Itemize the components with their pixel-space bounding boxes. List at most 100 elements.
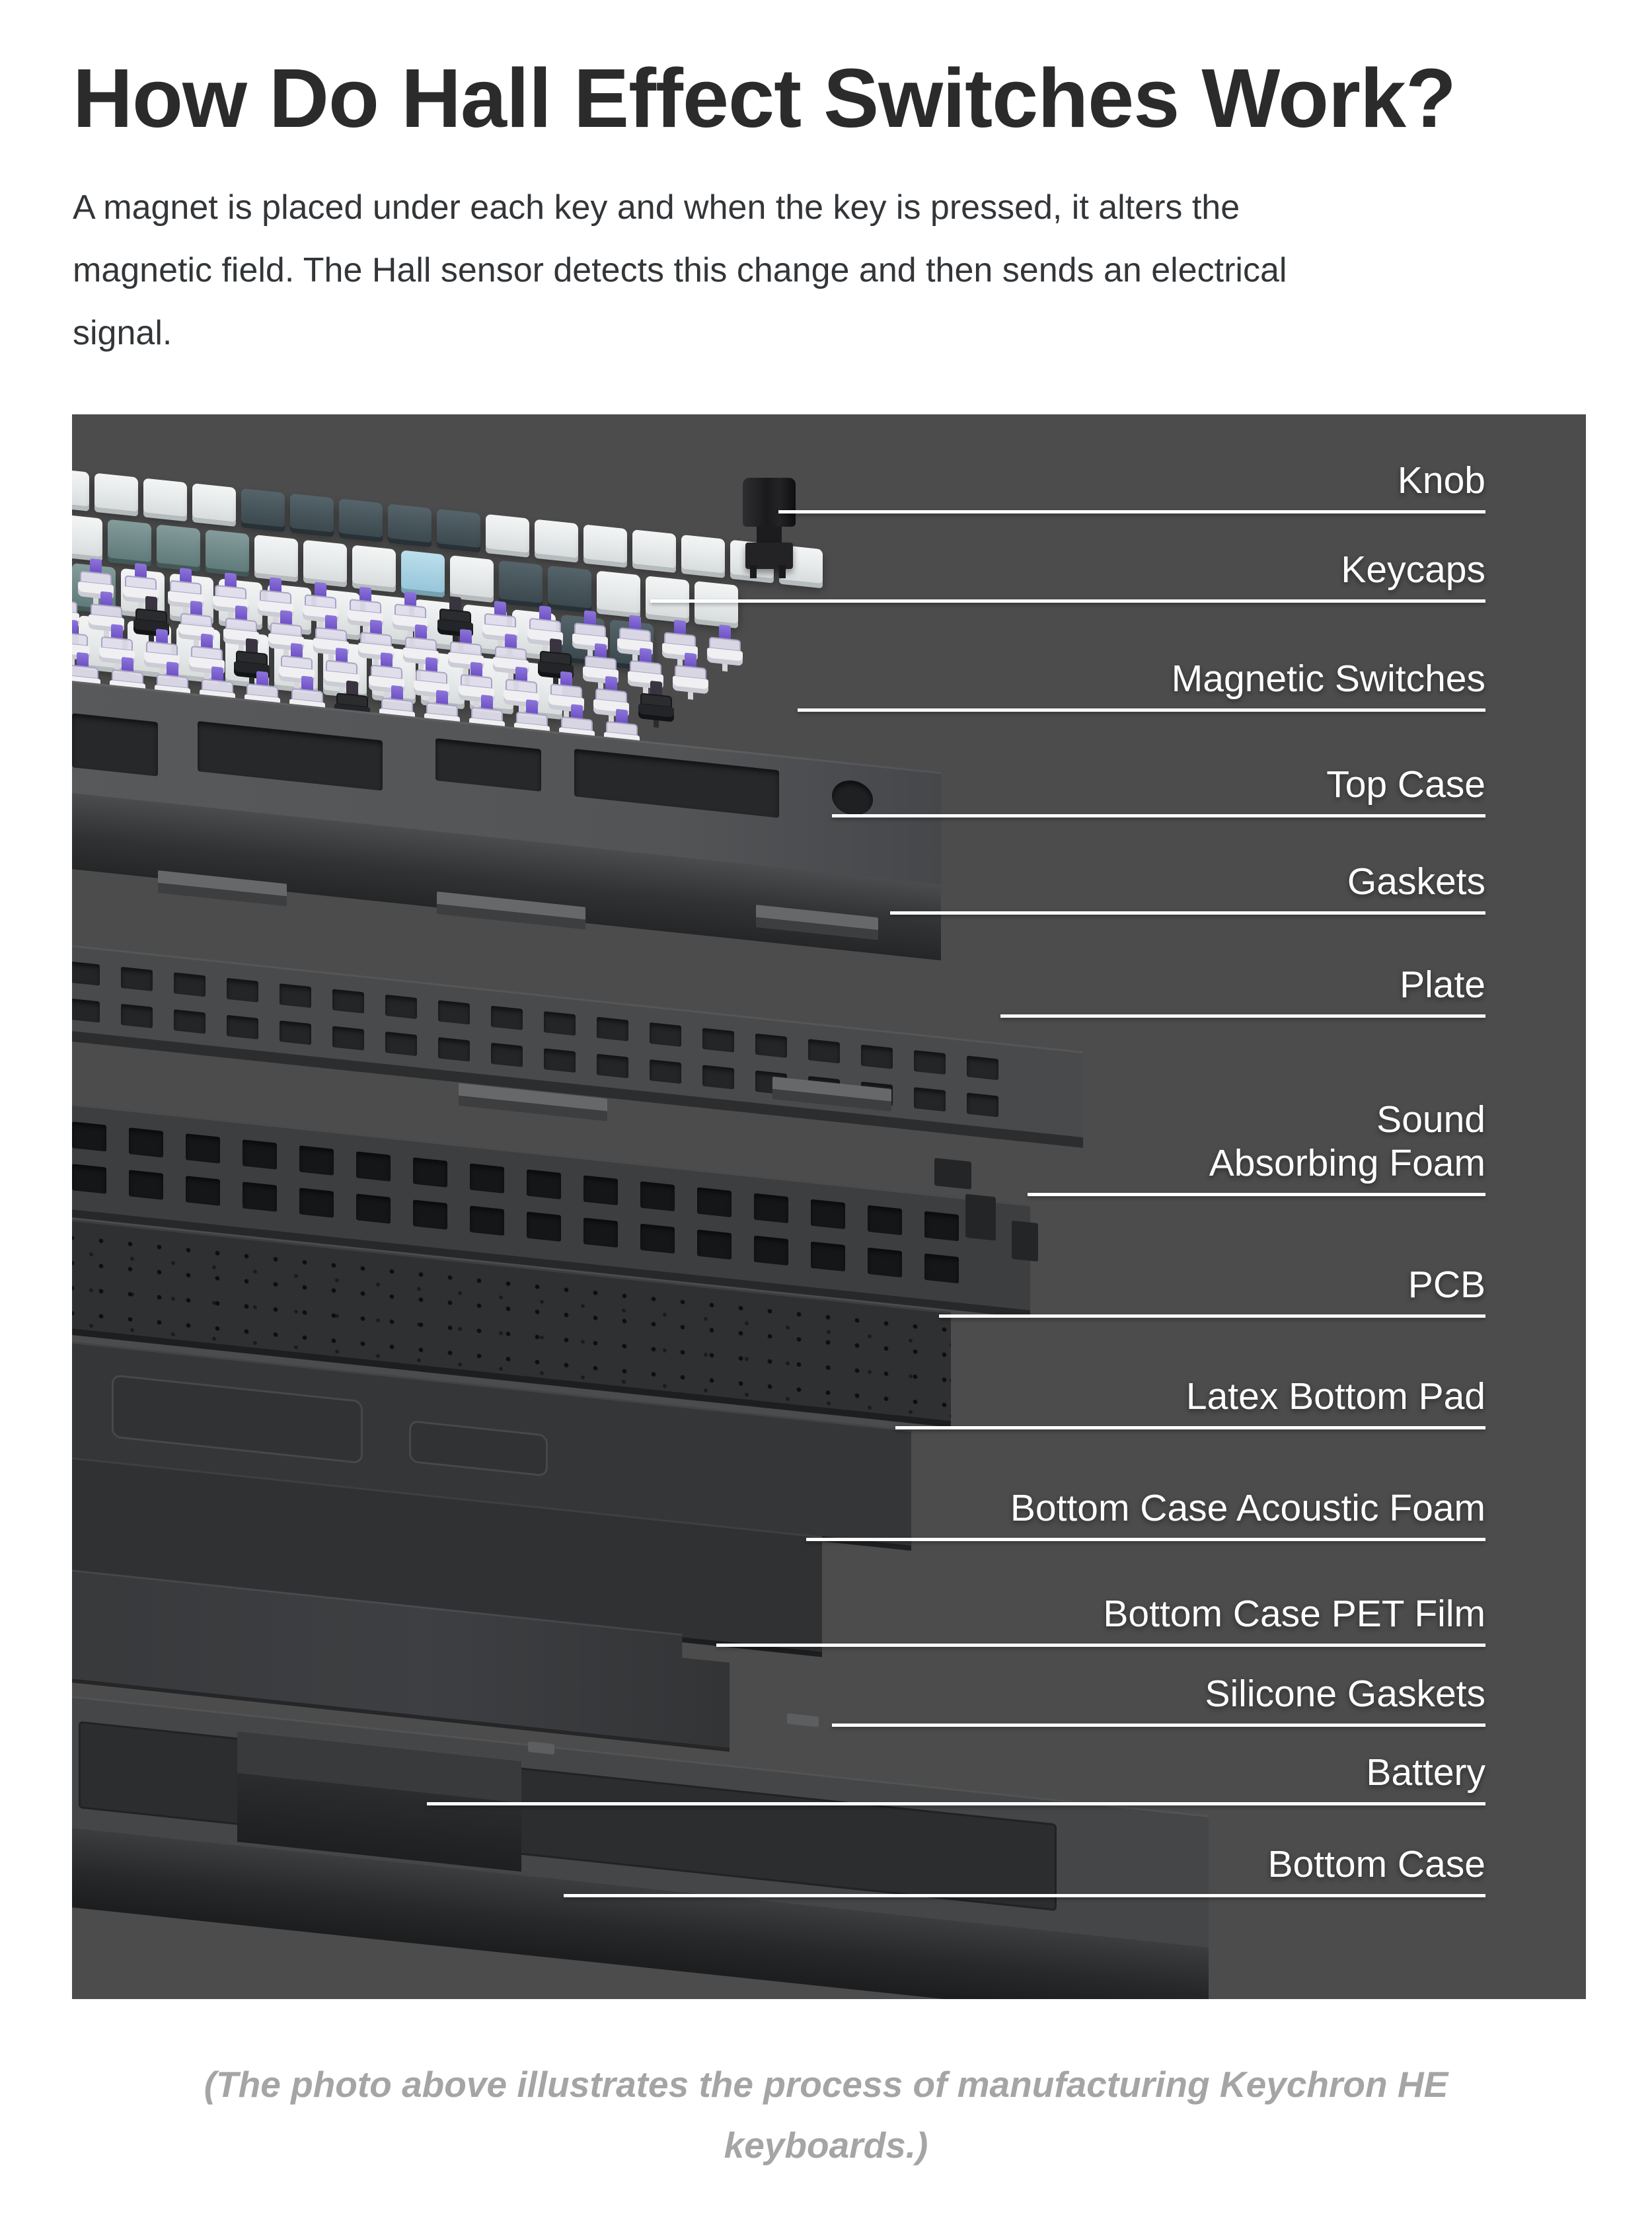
plate-hole xyxy=(491,1005,523,1030)
label-gaskets: Gaskets xyxy=(890,860,1485,915)
label-sound-absorbing-foam: Sound Absorbing Foam xyxy=(1028,1098,1485,1196)
latex-inset xyxy=(409,1420,548,1477)
label-text: Plate xyxy=(1400,964,1485,1006)
label-text: Silicone Gaskets xyxy=(1205,1673,1485,1715)
leader-line xyxy=(650,599,1485,603)
plate-hole xyxy=(702,1028,734,1053)
foam-hole xyxy=(697,1187,732,1218)
intro-paragraph: A magnet is placed under each key and wh… xyxy=(73,176,1593,365)
connector-nub xyxy=(934,1158,971,1190)
connector-nub xyxy=(965,1193,996,1241)
keycap xyxy=(437,509,480,548)
label-text: Knob xyxy=(1397,459,1485,502)
foam-hole xyxy=(924,1211,959,1242)
plate-hole xyxy=(280,983,311,1008)
plate-hole xyxy=(914,1087,946,1112)
plate-hole xyxy=(861,1044,893,1069)
page-title: How Do Hall Effect Switches Work? xyxy=(73,52,1456,145)
plate-hole xyxy=(438,1000,470,1025)
plate-hole xyxy=(72,961,100,986)
knob-pin xyxy=(779,565,786,578)
leader-line xyxy=(798,708,1485,712)
knob-pin xyxy=(750,565,757,578)
foam-hole xyxy=(186,1176,220,1206)
foam-hole xyxy=(72,1121,106,1152)
foam-hole xyxy=(640,1223,675,1254)
knob-part xyxy=(741,478,798,578)
label-text: Keycaps xyxy=(1341,549,1485,591)
label-text: Magnetic Switches xyxy=(1171,658,1485,700)
label-top-case: Top Case xyxy=(832,763,1485,817)
foam-hole xyxy=(868,1205,902,1236)
figure-caption: (The photo above illustrates the process… xyxy=(0,2054,1652,2176)
keycap xyxy=(548,565,591,609)
plate-hole xyxy=(967,1055,998,1080)
foam-hole xyxy=(356,1193,391,1224)
plate-hole xyxy=(914,1050,946,1075)
keycap xyxy=(352,545,396,588)
foam-hole xyxy=(299,1188,334,1218)
foam-hole xyxy=(470,1163,504,1193)
label-text: Sound xyxy=(1376,1098,1485,1141)
label-latex-bottom-pad: Latex Bottom Pad xyxy=(895,1375,1485,1429)
label-bottom-case-acoustic-foam: Bottom Case Acoustic Foam xyxy=(806,1486,1485,1541)
intro-line-2: magnetic field. The Hall sensor detects … xyxy=(73,251,1287,289)
case-pocket xyxy=(574,749,779,818)
plate-hole xyxy=(808,1039,840,1064)
keycap xyxy=(94,473,138,512)
label-text: Absorbing Foam xyxy=(1209,1142,1485,1184)
keycap xyxy=(290,493,334,533)
label-text: Gaskets xyxy=(1347,860,1485,903)
keycap xyxy=(108,519,151,562)
keyboard-exploded-figure: Knob Keycaps Magnetic Switches Top Case … xyxy=(72,414,1586,1999)
foam-hole xyxy=(583,1175,618,1205)
foam-hole xyxy=(186,1133,220,1164)
plate-hole xyxy=(72,998,100,1023)
label-magnetic-switches: Magnetic Switches xyxy=(798,657,1485,712)
label-battery: Battery xyxy=(427,1751,1485,1805)
plate-hole xyxy=(227,1014,258,1040)
leader-line xyxy=(564,1894,1485,1897)
keycap xyxy=(206,529,249,573)
keycap xyxy=(401,550,445,593)
plate-hole xyxy=(385,994,417,1020)
magnetic-switch xyxy=(706,623,743,673)
foam-hole xyxy=(356,1151,391,1182)
label-silicone-gaskets: Silicone Gaskets xyxy=(832,1672,1485,1727)
label-knob: Knob xyxy=(778,459,1485,513)
foam-hole xyxy=(583,1217,618,1248)
intro-line-1: A magnet is placed under each key and wh… xyxy=(73,188,1240,227)
plate-hole xyxy=(174,972,206,997)
keycap xyxy=(143,478,187,517)
leader-line xyxy=(939,1314,1485,1318)
keycap xyxy=(486,513,529,553)
foam-hole xyxy=(129,1170,163,1200)
foam-hole xyxy=(243,1182,277,1212)
label-text: Bottom Case Acoustic Foam xyxy=(1010,1487,1485,1529)
connector-nub xyxy=(1012,1220,1038,1262)
keycap xyxy=(583,524,627,564)
magnetic-switch xyxy=(638,679,675,730)
label-text: PCB xyxy=(1408,1264,1485,1306)
label-text: Top Case xyxy=(1326,763,1485,806)
plate-hole xyxy=(332,1026,364,1051)
keycap xyxy=(72,513,102,557)
leader-line xyxy=(778,510,1485,513)
plate-hole xyxy=(544,1048,576,1073)
keycap xyxy=(192,483,236,523)
caption-line-2: keyboards.) xyxy=(724,2125,928,2166)
foam-hole xyxy=(811,1199,845,1230)
leader-line xyxy=(716,1644,1485,1647)
keycap xyxy=(157,524,200,568)
plate-hole xyxy=(544,1011,576,1036)
plate-hole xyxy=(702,1065,734,1090)
plate-hole xyxy=(121,1003,153,1028)
leader-line xyxy=(1028,1193,1485,1196)
leader-line xyxy=(832,1724,1485,1727)
plate-hole xyxy=(755,1033,787,1058)
plate-hole xyxy=(967,1092,998,1118)
plate-hole xyxy=(332,989,364,1014)
keycap xyxy=(303,539,347,583)
keycap xyxy=(450,555,494,599)
latex-inset xyxy=(112,1374,363,1464)
